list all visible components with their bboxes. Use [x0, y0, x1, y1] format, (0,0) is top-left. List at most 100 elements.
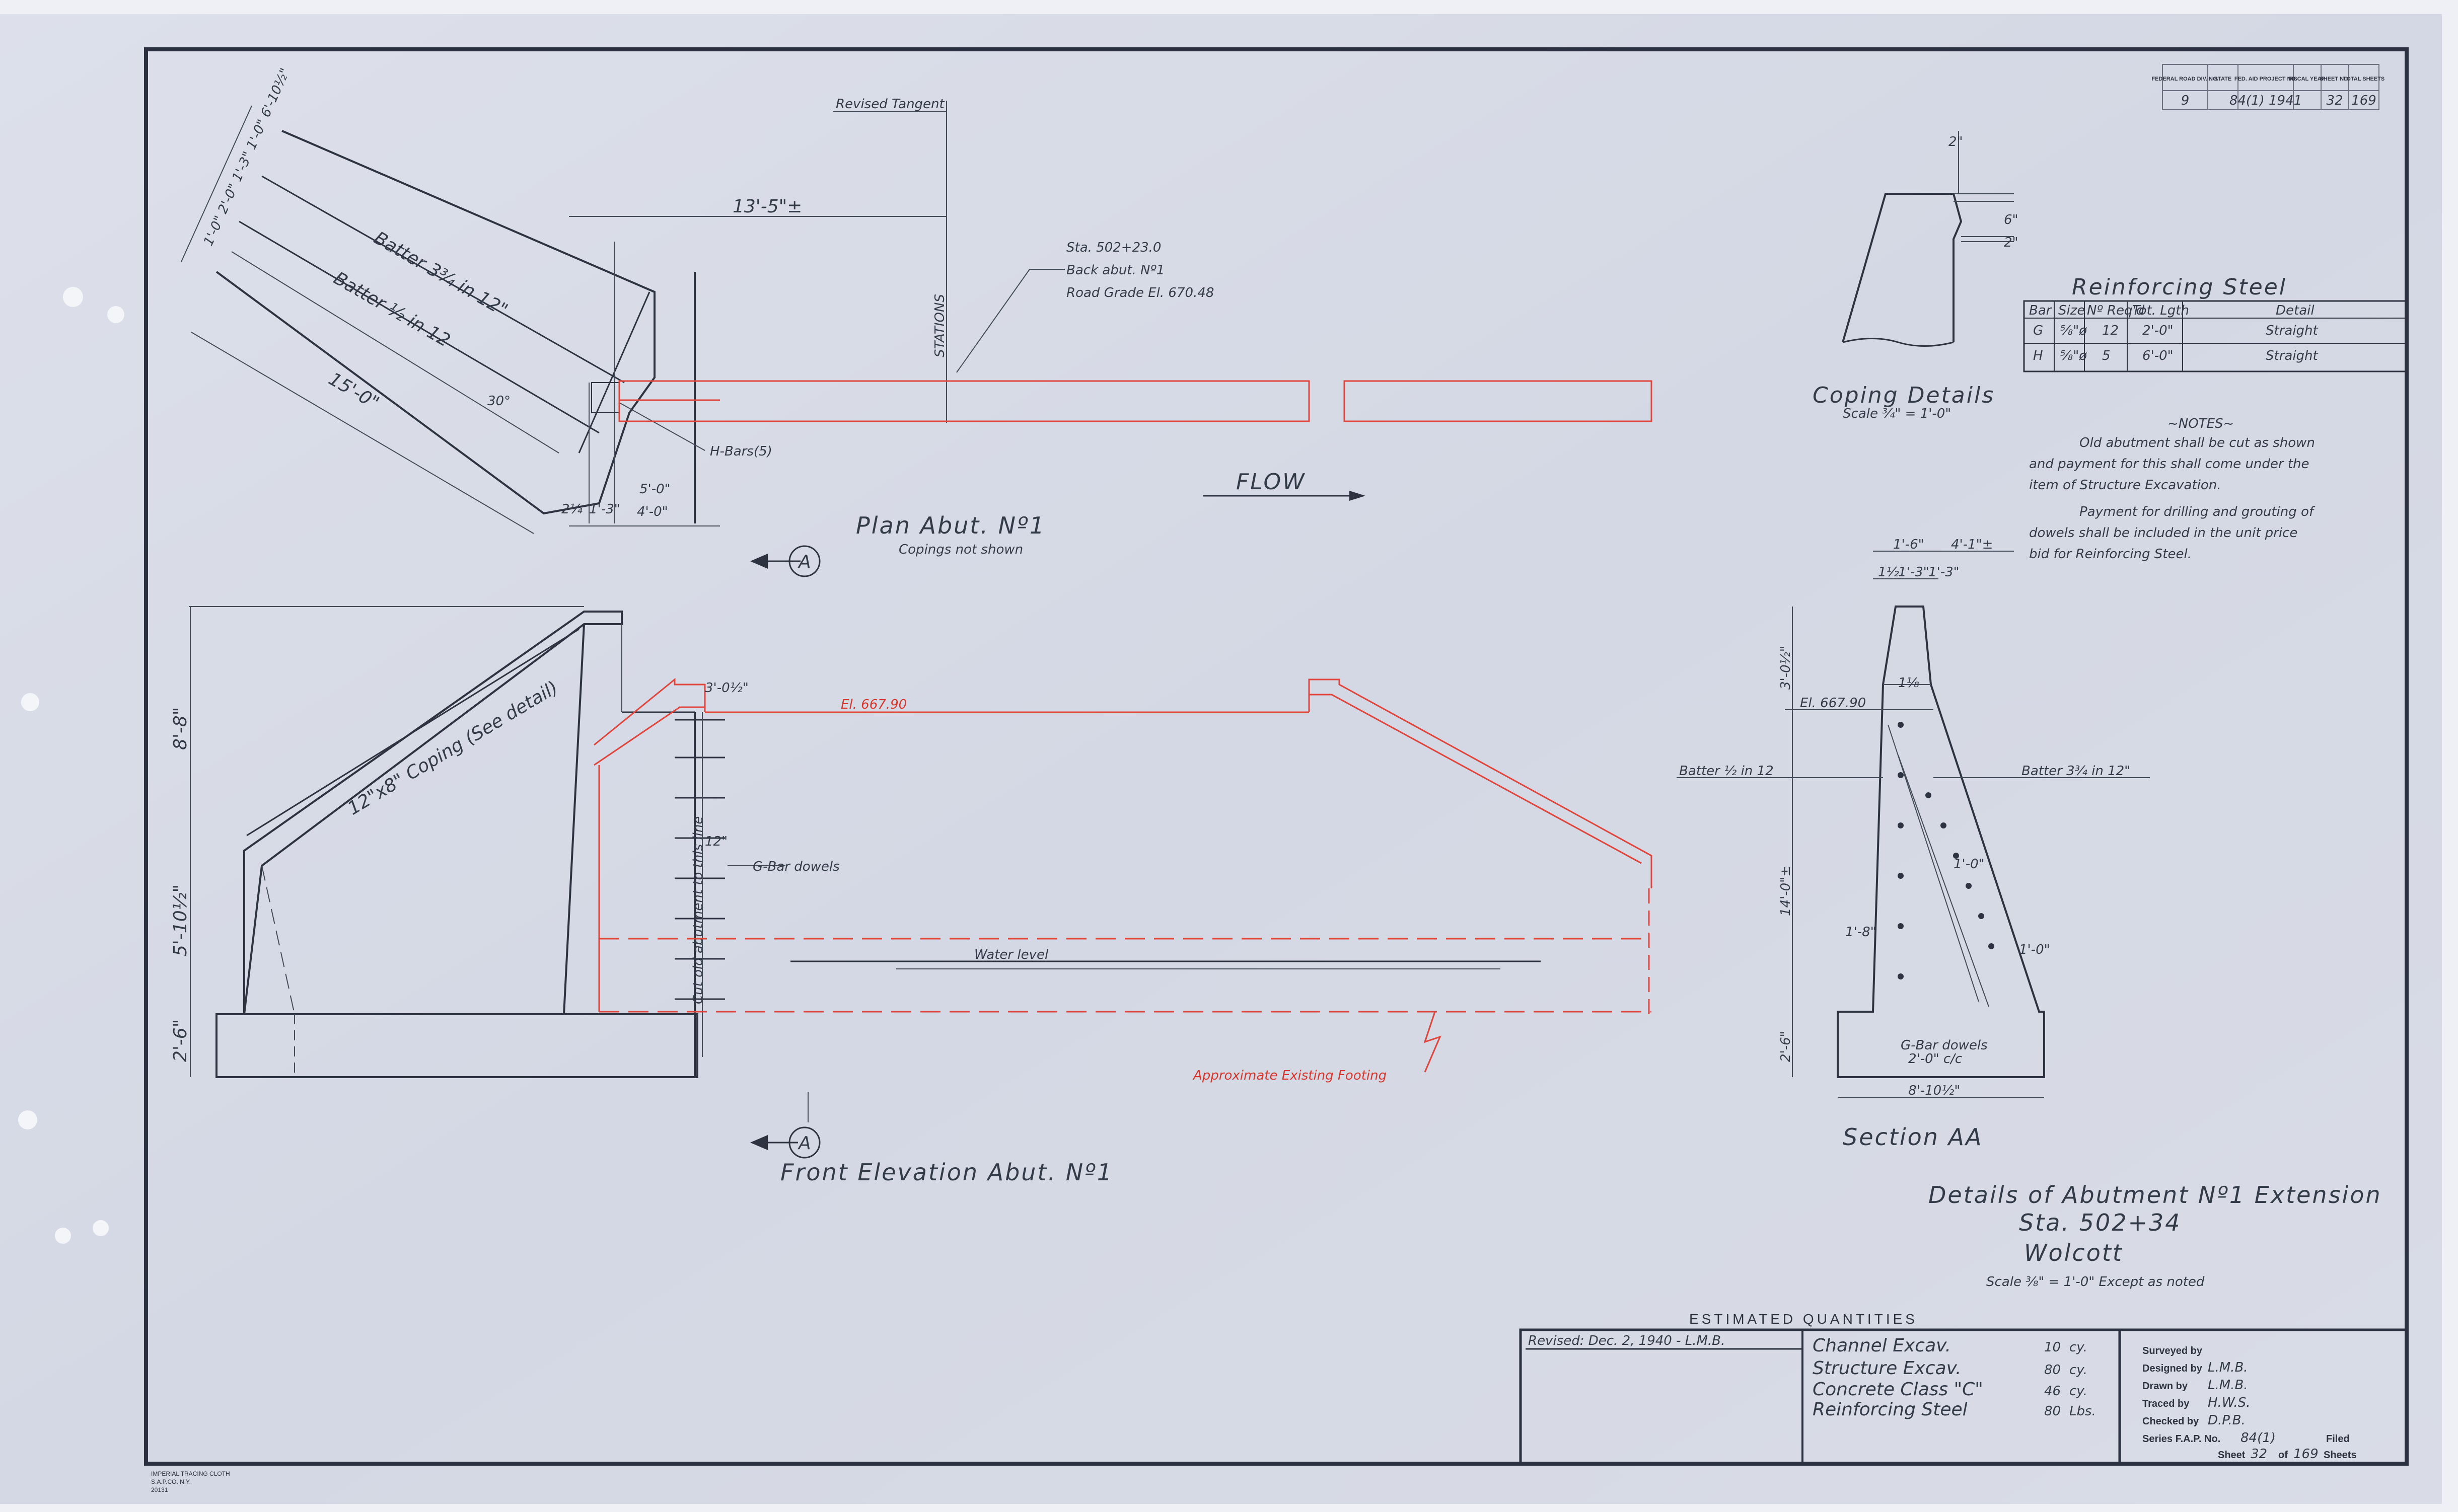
section-rebar [1898, 754, 1989, 1007]
section-dim: 1½ [1878, 565, 1899, 580]
revised-tangent-label: Revised Tangent [836, 97, 945, 112]
elevation-el: El. 667.90 [841, 697, 907, 712]
drawing-location: Wolcott [2024, 1239, 2123, 1266]
footing-leader [1423, 1011, 1441, 1073]
quantity-value: 80 [2044, 1363, 2061, 1378]
steel-header: Bar [2029, 303, 2053, 318]
steel-cell: 6'-0" [2142, 348, 2174, 363]
section-mark [788, 1126, 821, 1159]
red-extension-coping [594, 677, 706, 746]
steel-title: Reinforcing Steel [2072, 274, 2287, 300]
stamp-cell: TOTAL SHEETS [2343, 76, 2385, 82]
plan-dimension: 30° [487, 394, 511, 409]
section-aa: 1'-6" 4'-1"± 1'-3" 1'-3" 1½ 1⅛ El. 667.9… [1677, 537, 2150, 1151]
section-mark-label: A [798, 1133, 811, 1154]
steel-cell: ⅝"ø [2060, 323, 2087, 338]
section-dim: 1⅛ [1898, 675, 1919, 691]
printer-mark: IMPERIAL TRACING CLOTH S.A.P.CO. N.Y. 20… [151, 1470, 230, 1493]
section-dim: 14'-0"± [1778, 866, 1793, 916]
steel-cell: H [2033, 348, 2043, 363]
section-rebar [1888, 724, 1979, 1002]
stamp-cell: FEDERAL ROAD DIV. NO. [2151, 76, 2218, 82]
elevation-dimension: 8'-8" [170, 707, 191, 750]
drawing-title: Details of Abutment Nº1 Extension [1928, 1181, 2382, 1208]
footing [215, 1013, 698, 1078]
coping-break [1842, 338, 1954, 347]
credit-label: Surveyed by [2142, 1345, 2203, 1356]
coping-details: 2" 6" 2" Coping Details Scale ¾" = 1'-0" [1813, 131, 2018, 421]
plan-dimension: 13'-5"± [733, 196, 802, 217]
quantity-value: 80 [2044, 1404, 2061, 1419]
coping-profile [1842, 193, 1963, 343]
flow-label: FLOW [1236, 469, 1306, 495]
plan-dimension: 5'-0" [639, 482, 671, 497]
printer-line: IMPERIAL TRACING CLOTH [151, 1470, 230, 1477]
section-mark [788, 545, 821, 577]
section-dim: 1'-0" [2019, 942, 2050, 957]
steel-cell: 5 [2102, 348, 2111, 363]
punch-holes [18, 287, 124, 1244]
section-outline [1837, 606, 2045, 1078]
sheets-label: Sheets [2324, 1450, 2357, 1461]
notes-title: ~NOTES~ [2167, 416, 2234, 431]
credits-block: Surveyed by Designed by L.M.B. Drawn by … [2142, 1345, 2357, 1462]
section-el: El. 667.90 [1800, 696, 1866, 711]
plan-extension [618, 380, 1310, 422]
credit-label: Drawn by [2142, 1381, 2188, 1392]
section-arrowhead [750, 554, 768, 569]
filed-label: Filed [2326, 1433, 2350, 1445]
section-gbar: 2'-0" c/c [1908, 1051, 1962, 1067]
credit-label: Traced by [2142, 1398, 2190, 1409]
credit-value: D.P.B. [2208, 1413, 2246, 1428]
footing-note: Approximate Existing Footing [1192, 1068, 1387, 1083]
credit-value: H.W.S. [2208, 1395, 2250, 1410]
project-stamp: FEDERAL ROAD DIV. NO. STATE FED. AID PRO… [2151, 64, 2384, 110]
dimension-line [181, 105, 252, 262]
drawing-station: Sta. 502+34 [2019, 1209, 2182, 1236]
stamp-value: 169 [2351, 93, 2376, 108]
stamp-value: 32 [2326, 93, 2343, 108]
note-line: and payment for this shall come under th… [2029, 457, 2309, 472]
water-level-label: Water level [974, 947, 1049, 962]
quantity-name: Concrete Class "C" [1813, 1379, 1983, 1400]
steel-cell: 2'-0" [2142, 323, 2174, 338]
quantity-unit: cy. [2069, 1340, 2087, 1355]
stamp-value: 84(1) 1941 [2229, 93, 2302, 108]
title-block: Details of Abutment Nº1 Extension Sta. 5… [1928, 1181, 2382, 1290]
wall-back [563, 624, 585, 1015]
section-dim: 1'-0" [1954, 857, 1985, 872]
of-label: of [2278, 1450, 2288, 1461]
section-title: Section AA [1843, 1123, 1983, 1151]
batter-left: Batter ½ in 12 [1679, 764, 1774, 779]
paper [0, 14, 2442, 1504]
plan-subtitle: Copings not shown [899, 542, 1023, 557]
station-note: Road Grade El. 670.48 [1066, 285, 1214, 300]
quantity-unit: Lbs. [2069, 1404, 2096, 1419]
steel-cell: Straight [2266, 323, 2319, 338]
note-line: dowels shall be included in the unit pri… [2029, 525, 2297, 541]
wingwall-line [261, 175, 625, 384]
stamp-cell: FED. AID PROJECT NO. [2234, 76, 2297, 82]
batter-right: Batter 3¾ in 12" [2021, 764, 2130, 779]
revised-note: Revised: Dec. 2, 1940 - L.M.B. [1528, 1333, 1725, 1348]
rebar-dots [1898, 722, 1994, 979]
section-dim: 1'-8" [1845, 925, 1876, 940]
plan-dimension: 4'-0" [637, 504, 668, 519]
elevation-dimension: 2'-6" [170, 1019, 191, 1062]
elevation-dimension: 5'-10½" [170, 884, 191, 956]
note-line: item of Structure Excavation. [2029, 478, 2221, 493]
steel-header: Detail [2276, 303, 2315, 318]
section-dim: 8'-10½" [1908, 1083, 1960, 1098]
printer-line: 20131 [151, 1486, 168, 1493]
flow-arrowhead [1349, 491, 1365, 501]
reinforcing-steel-table: Reinforcing Steel Bar Size Nº Req'd Tot.… [2023, 274, 2408, 372]
section-dim: 4'-1"± [1951, 537, 1993, 552]
section-dim: 1'-3" [1898, 565, 1929, 580]
steel-header: Tot. Lgth [2132, 303, 2189, 318]
steel-cell: G [2033, 323, 2043, 338]
quantity-name: Reinforcing Steel [1813, 1399, 1968, 1420]
wingwall-top [246, 628, 580, 837]
coping-scale: Scale ¾" = 1'-0" [1843, 406, 1951, 421]
section-dim: 3'-0½" [1778, 646, 1793, 690]
